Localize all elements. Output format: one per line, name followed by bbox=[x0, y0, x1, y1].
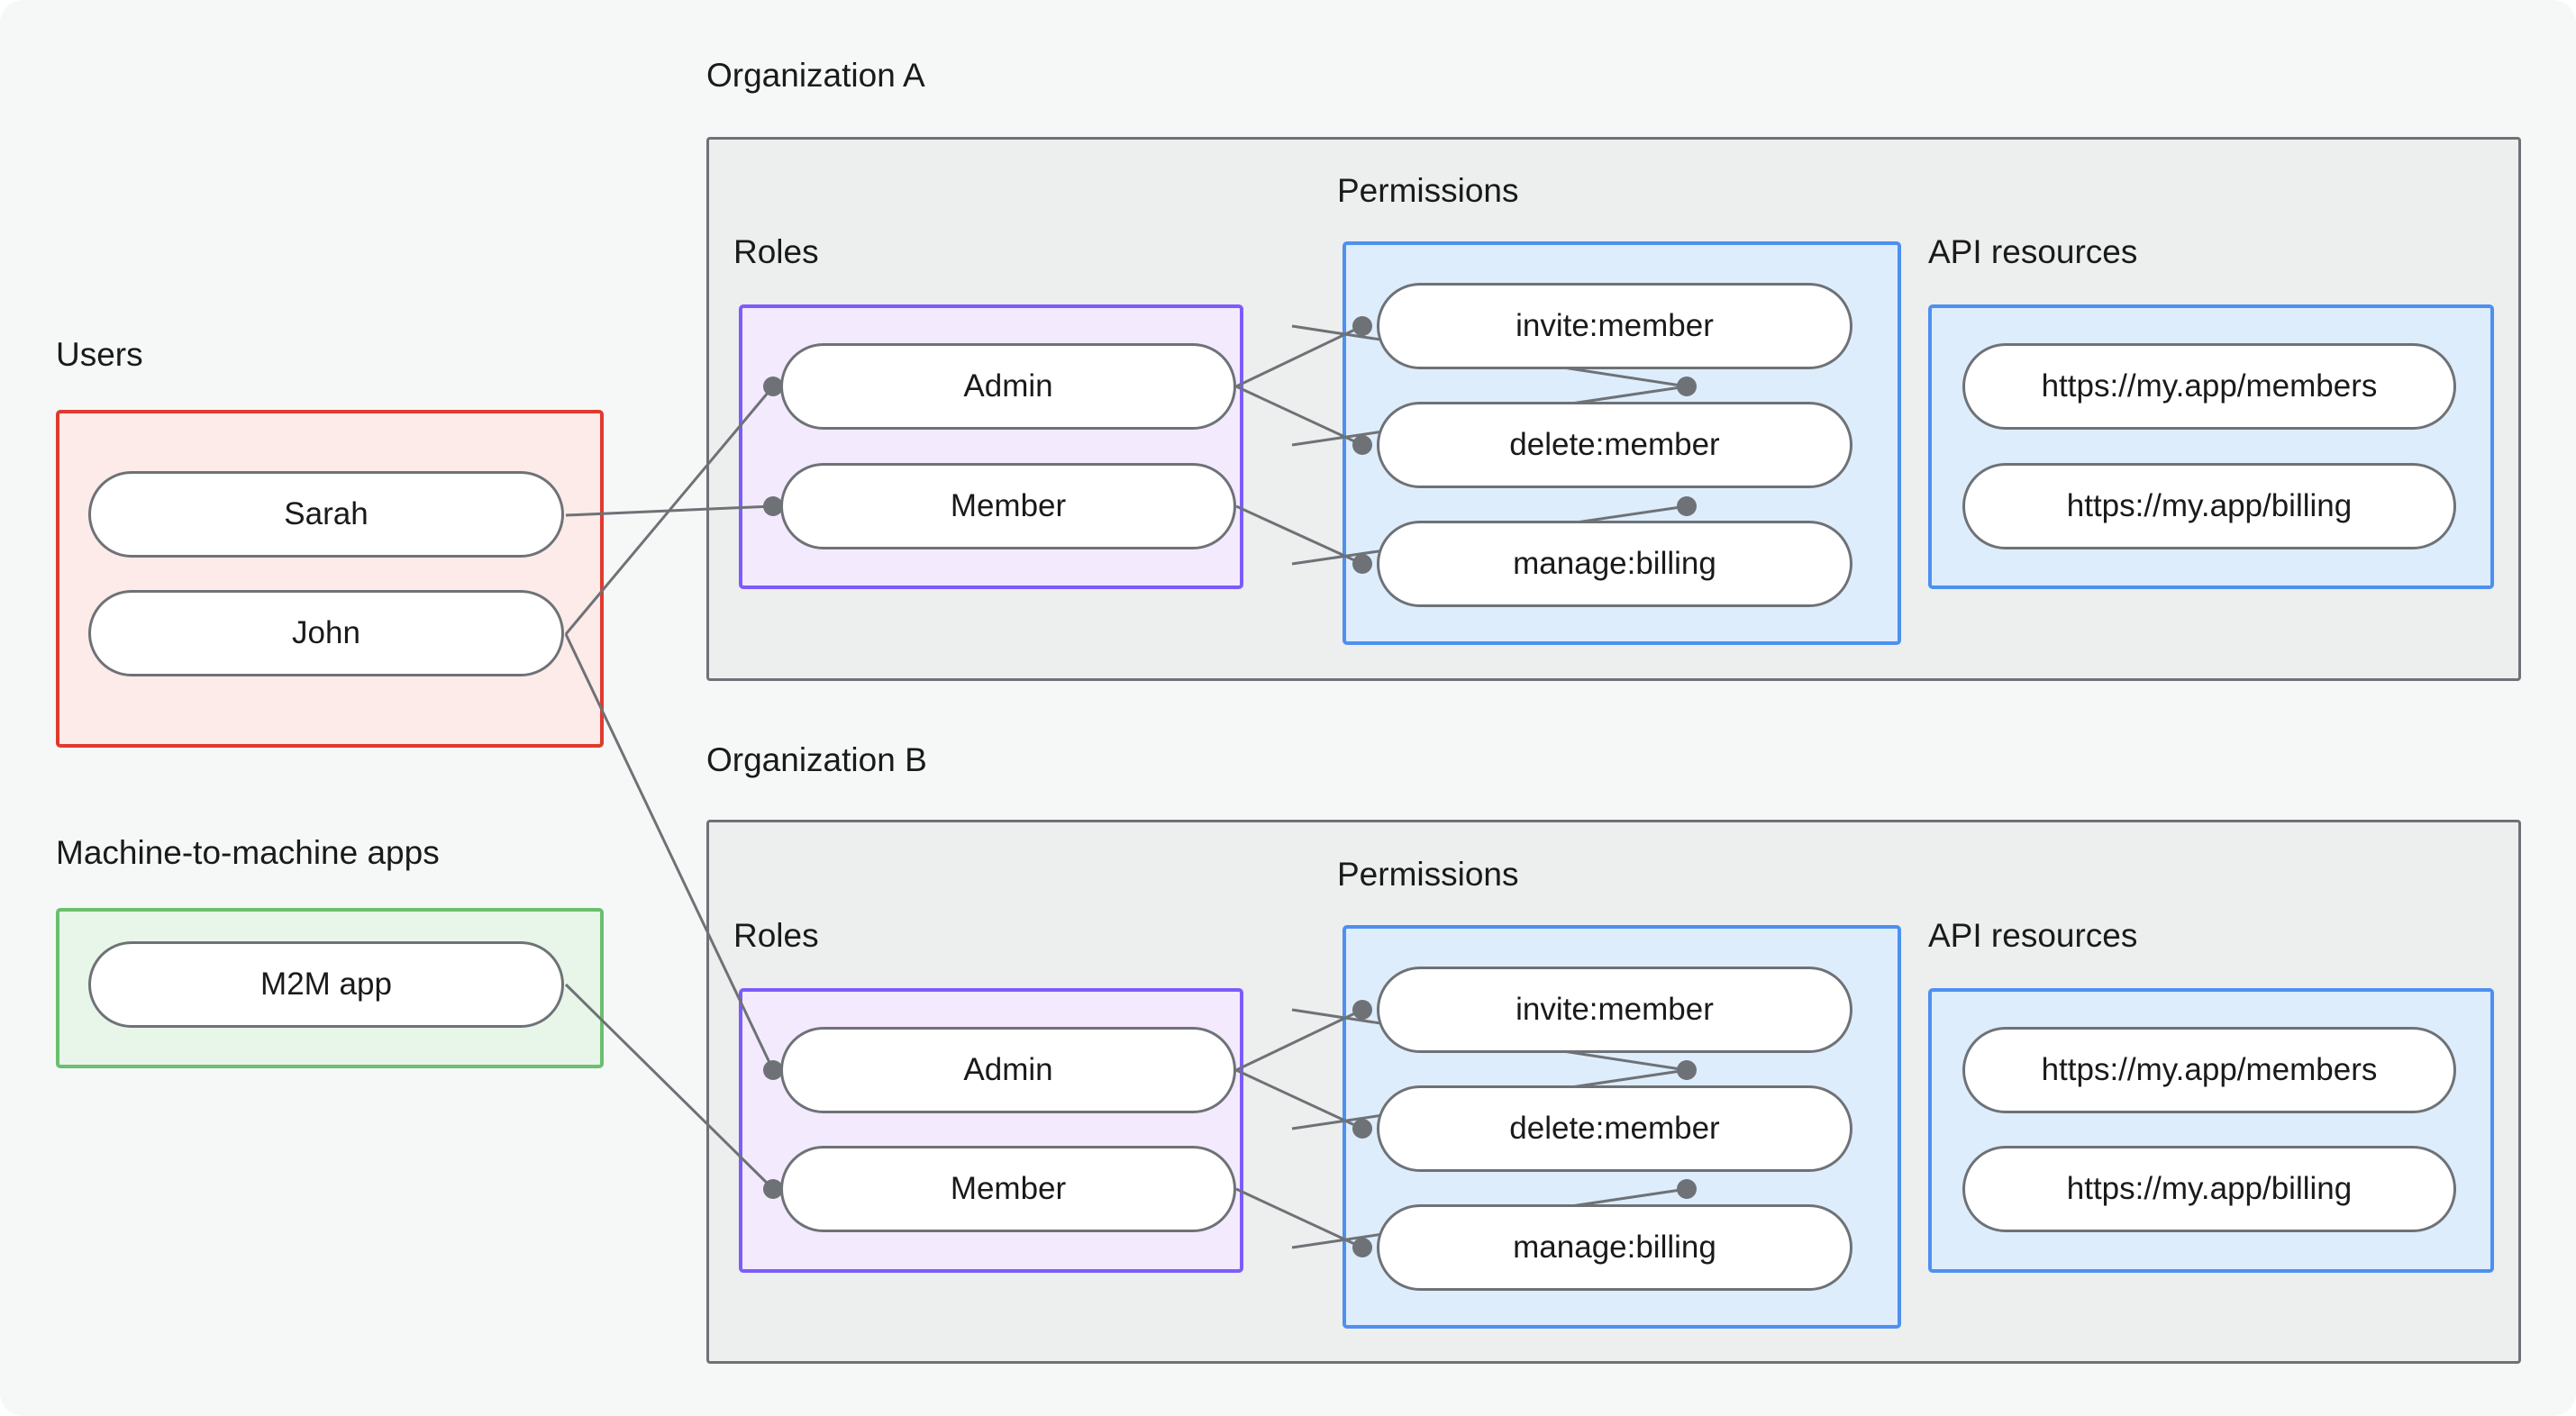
org-b-permissions-caption: Permissions bbox=[1337, 856, 1519, 893]
org-b-api-resource-members[interactable]: https://my.app/members bbox=[1962, 1027, 2456, 1113]
org-a-permission-invite-member[interactable]: invite:member bbox=[1377, 283, 1852, 369]
org-a-api-resource-members[interactable]: https://my.app/members bbox=[1962, 343, 2456, 430]
org-b-role-admin[interactable]: Admin bbox=[780, 1027, 1236, 1113]
org-a-permission-delete-member[interactable]: delete:member bbox=[1377, 402, 1852, 488]
org-a-permission-manage-billing[interactable]: manage:billing bbox=[1377, 521, 1852, 607]
m2m-caption: Machine-to-machine apps bbox=[56, 834, 440, 871]
org-b-permission-delete-member[interactable]: delete:member bbox=[1377, 1085, 1852, 1172]
user-node-john[interactable]: John bbox=[88, 590, 564, 676]
org-a-api-resource-billing[interactable]: https://my.app/billing bbox=[1962, 463, 2456, 549]
org-a-role-admin[interactable]: Admin bbox=[780, 343, 1236, 430]
m2m-node-app[interactable]: M2M app bbox=[88, 941, 564, 1028]
org-a-roles-caption: Roles bbox=[733, 233, 819, 270]
org-b-api-resource-billing[interactable]: https://my.app/billing bbox=[1962, 1146, 2456, 1232]
org-b-roles-caption: Roles bbox=[733, 917, 819, 954]
org-a-permissions-caption: Permissions bbox=[1337, 172, 1519, 209]
org-a-caption: Organization A bbox=[706, 57, 925, 94]
org-b-caption: Organization B bbox=[706, 741, 927, 778]
org-b-role-member[interactable]: Member bbox=[780, 1146, 1236, 1232]
org-a-role-member[interactable]: Member bbox=[780, 463, 1236, 549]
org-b-api-caption: API resources bbox=[1928, 917, 2138, 954]
users-group-box bbox=[56, 410, 604, 748]
users-caption: Users bbox=[56, 336, 143, 373]
org-b-permission-invite-member[interactable]: invite:member bbox=[1377, 967, 1852, 1053]
user-node-sarah[interactable]: Sarah bbox=[88, 471, 564, 558]
org-b-permission-manage-billing[interactable]: manage:billing bbox=[1377, 1204, 1852, 1291]
org-a-api-caption: API resources bbox=[1928, 233, 2138, 270]
